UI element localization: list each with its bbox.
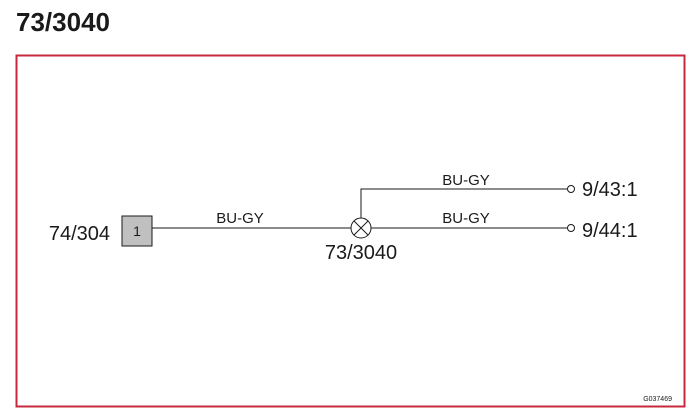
wire-color-label: BU-GY <box>442 210 490 227</box>
connector-pin-label: 1 <box>133 223 141 239</box>
diagram-frame <box>15 54 686 408</box>
terminal-circle <box>567 185 575 193</box>
terminal-label-9-44: 9/44:1 <box>582 220 638 242</box>
wire-color-label: BU-GY <box>442 172 490 189</box>
page-title: 73/3040 <box>16 7 110 37</box>
wire-color-label: BU-GY <box>216 210 264 227</box>
terminal-label-9-43: 9/43:1 <box>582 179 638 201</box>
figure-code: G037469 <box>643 396 672 403</box>
source-connector-label: 74/304 <box>49 223 110 245</box>
wire-splice-to-9-43 <box>360 188 567 218</box>
splice-symbol <box>350 217 372 239</box>
source-connector-box <box>121 215 153 247</box>
splice-label: 73/3040 <box>325 242 397 264</box>
terminal-circle <box>567 224 575 232</box>
